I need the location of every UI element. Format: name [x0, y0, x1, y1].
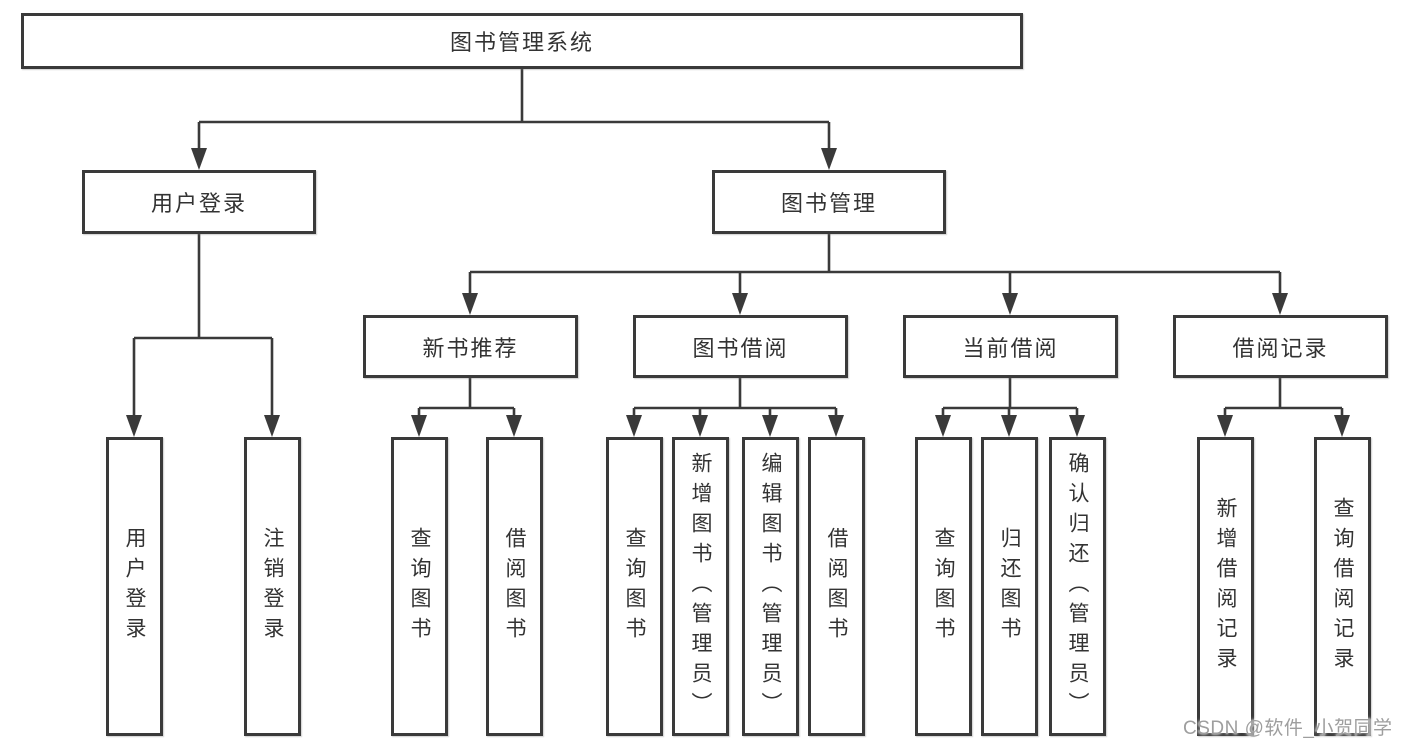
leaf-return-books: 归还图书 [981, 437, 1038, 736]
arrow-down-icon [411, 415, 427, 437]
arrow-down-icon [828, 415, 844, 437]
node-label: 借阅图书 [825, 526, 848, 647]
arrow-down-icon [191, 148, 207, 170]
leaf-query-books-current: 查询图书 [915, 437, 972, 736]
leaf-add-borrow-record: 新增借阅记录 [1197, 437, 1254, 736]
node-label: 新增图书（管理员） [689, 451, 712, 722]
leaf-confirm-return-admin: 确认归还（管理员） [1049, 437, 1106, 736]
node-label: 注销登录 [261, 526, 284, 647]
leaf-query-books-borrow: 查询图书 [606, 437, 663, 736]
node-label: 新增借阅记录 [1214, 496, 1237, 677]
node-label: 归还图书 [998, 526, 1021, 647]
node-label: 借阅记录 [1232, 335, 1329, 361]
leaf-edit-books-admin: 编辑图书（管理员） [742, 437, 799, 736]
leaf-add-books-admin: 新增图书（管理员） [672, 437, 729, 736]
node-label: 新书推荐 [422, 335, 519, 361]
node-book-management: 图书管理 [712, 170, 946, 234]
arrow-down-icon [126, 415, 142, 437]
arrow-down-icon [1001, 415, 1017, 437]
node-label: 查询图书 [932, 526, 955, 647]
node-new-book-recommend: 新书推荐 [363, 315, 578, 378]
node-label: 确认归还（管理员） [1066, 451, 1089, 722]
node-label: 图书借阅 [692, 335, 789, 361]
arrow-down-icon [1272, 293, 1288, 315]
arrow-down-icon [1002, 293, 1018, 315]
node-label: 图书管理系统 [449, 30, 594, 55]
node-root: 图书管理系统 [21, 13, 1023, 69]
arrow-down-icon [264, 415, 280, 437]
node-borrow-records: 借阅记录 [1173, 315, 1388, 378]
arrow-down-icon [506, 415, 522, 437]
csdn-watermark: CSDN @软件_小贺同学 [1183, 718, 1393, 739]
leaf-query-books-recommend: 查询图书 [391, 437, 448, 736]
arrow-down-icon [462, 293, 478, 315]
node-label: 当前借阅 [962, 335, 1059, 361]
leaf-borrow-books: 借阅图书 [808, 437, 865, 736]
node-label: 查询图书 [408, 526, 431, 647]
node-label: 用户登录 [123, 526, 146, 647]
node-current-borrow: 当前借阅 [903, 315, 1118, 378]
node-label: 查询借阅记录 [1331, 496, 1354, 677]
arrow-down-icon [732, 293, 748, 315]
leaf-logout: 注销登录 [244, 437, 301, 736]
arrow-down-icon [692, 415, 708, 437]
arrow-down-icon [1334, 415, 1350, 437]
arrowheads [126, 148, 1350, 437]
node-label: 查询图书 [623, 526, 646, 647]
arrow-down-icon [1217, 415, 1233, 437]
leaf-borrow-books-recommend: 借阅图书 [486, 437, 543, 736]
node-label: 用户登录 [150, 191, 247, 216]
arrow-down-icon [1069, 415, 1085, 437]
arrow-down-icon [626, 415, 642, 437]
leaf-query-borrow-record: 查询借阅记录 [1314, 437, 1371, 736]
node-label: 借阅图书 [503, 526, 526, 647]
leaf-user-login: 用户登录 [106, 437, 163, 736]
node-book-borrow: 图书借阅 [633, 315, 848, 378]
node-label: 图书管理 [780, 191, 877, 216]
arrow-down-icon [821, 148, 837, 170]
node-user-login: 用户登录 [82, 170, 316, 234]
arrow-down-icon [762, 415, 778, 437]
arrow-down-icon [935, 415, 951, 437]
node-label: 编辑图书（管理员） [759, 451, 782, 722]
